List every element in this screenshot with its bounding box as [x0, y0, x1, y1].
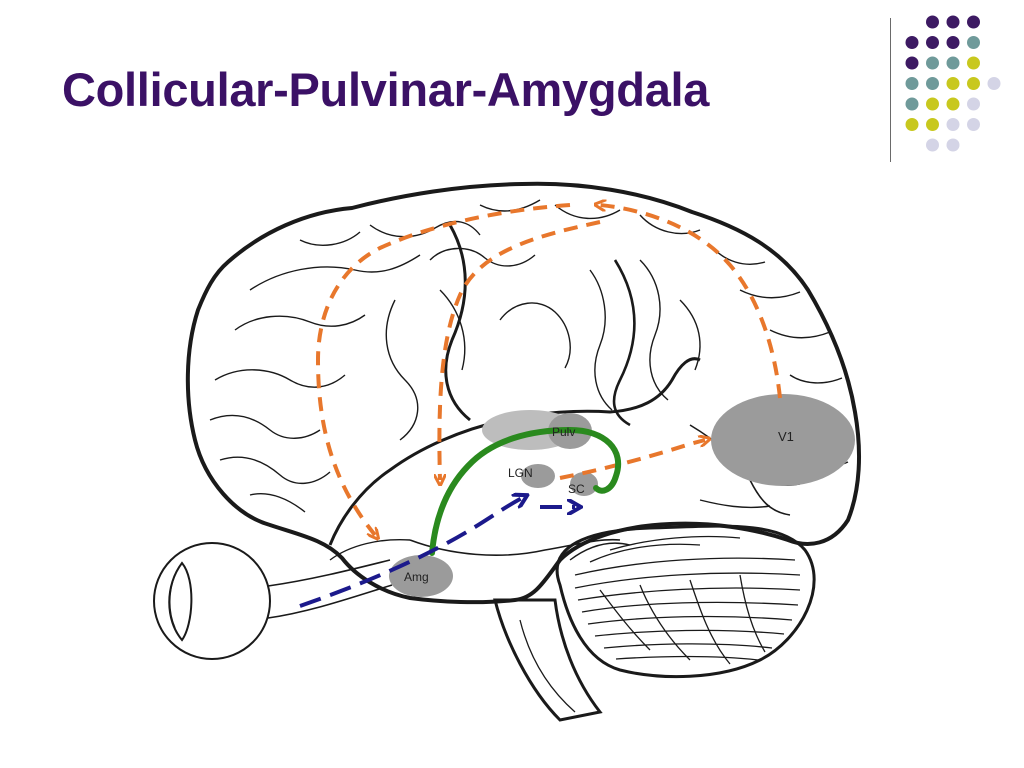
cortical-path-frontal-loop	[315, 203, 571, 535]
decorative-dot	[946, 77, 960, 90]
central-sulcus	[444, 224, 471, 422]
decorative-dot	[946, 97, 960, 111]
brain-outline	[185, 181, 862, 605]
decorative-dot	[946, 118, 960, 131]
decorative-dot	[967, 118, 980, 131]
decorative-dot	[967, 77, 980, 90]
brainstem	[493, 598, 603, 722]
decorative-dot	[946, 36, 960, 49]
brainstem-inner-line	[519, 619, 576, 713]
eye	[153, 542, 393, 660]
decorative-dot	[946, 138, 960, 152]
lgn-region	[521, 464, 555, 488]
decorative-dot	[926, 97, 939, 111]
decorative-dot	[926, 138, 939, 152]
decorative-dot	[926, 36, 939, 49]
v1-label: V1	[778, 429, 794, 444]
slide-title: Collicular-Pulvinar-Amygdala	[62, 63, 710, 116]
decorative-dot	[987, 77, 1001, 90]
cerebellum	[555, 524, 816, 679]
decorative-dot	[926, 15, 939, 29]
brain-gyri-lines	[209, 199, 849, 561]
decorative-dot	[926, 77, 939, 90]
sylvian-fissure	[328, 357, 701, 546]
cortical-path-to-v1	[559, 440, 705, 480]
cortical-pathways	[315, 203, 782, 535]
decorative-dot	[946, 15, 960, 29]
retinal-pathway	[299, 498, 575, 608]
decorative-dot	[905, 56, 919, 70]
v1-region	[711, 394, 855, 486]
decorative-dot	[905, 97, 919, 111]
cortical-path-v1-to-parietal	[600, 205, 782, 399]
decorative-dot	[905, 118, 919, 131]
decorative-dot	[926, 56, 939, 70]
temporal-lobe-lower-line	[409, 538, 621, 556]
decorative-dot	[967, 15, 980, 29]
sc-region	[570, 472, 598, 496]
decorative-dot	[946, 56, 960, 70]
parietal-sulcus	[612, 259, 636, 427]
decorative-dot	[926, 118, 939, 131]
sc-label: SC	[568, 482, 585, 496]
retina-to-lgn-path	[299, 498, 522, 608]
lgn-label: LGN	[508, 466, 533, 480]
decorative-dot	[967, 36, 980, 49]
cortical-path-inner-loop	[439, 220, 601, 480]
decorative-dot	[967, 97, 980, 111]
decorative-dot	[967, 56, 980, 70]
pulvinar-label: Pulv	[552, 425, 575, 439]
decorative-divider	[890, 18, 891, 162]
decorative-dot	[905, 77, 919, 90]
collicular-pulvinar-amygdala-path	[429, 426, 622, 556]
amygdala-label: Amg	[404, 570, 429, 584]
decorative-dot	[905, 36, 919, 49]
decorative-dot-grid	[905, 15, 1001, 152]
